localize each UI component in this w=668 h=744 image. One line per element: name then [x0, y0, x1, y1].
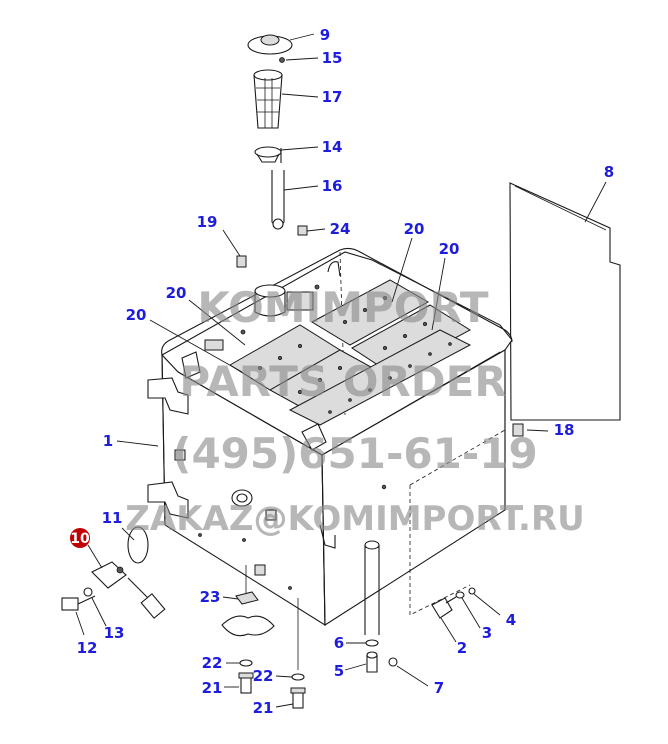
leader-lines [75, 33, 607, 708]
callout-22-b[interactable]: 22 [253, 667, 274, 685]
part-18-fitting [512, 423, 524, 437]
drain-valve-assembly [61, 526, 166, 619]
watermark: KOMIMPORT PARTS ORDER (495)651-61-19 ZAK… [125, 283, 585, 539]
callout-21-a[interactable]: 21 [202, 679, 223, 697]
cap-assembly [236, 34, 308, 268]
callout-14[interactable]: 14 [322, 138, 343, 156]
filler-neck [204, 261, 341, 351]
callout-20-a[interactable]: 20 [404, 220, 425, 238]
callout-19[interactable]: 19 [197, 213, 218, 231]
highlight-badge-10 [70, 528, 90, 548]
callout-7[interactable]: 7 [434, 679, 444, 697]
callout-8[interactable]: 8 [604, 163, 614, 181]
callout-6[interactable]: 6 [334, 634, 344, 652]
callout-20-c[interactable]: 20 [166, 284, 187, 302]
callout-labels: 9 15 17 14 16 8 19 24 20 20 20 20 1 18 1… [70, 26, 614, 717]
side-brackets [147, 351, 387, 590]
callout-20-d[interactable]: 20 [126, 306, 147, 324]
callout-17[interactable]: 17 [322, 88, 343, 106]
callout-11[interactable]: 11 [102, 509, 123, 527]
bottom-cover-assembly [221, 565, 306, 709]
callout-5[interactable]: 5 [334, 662, 344, 680]
callout-21-b[interactable]: 21 [253, 699, 274, 717]
callout-9[interactable]: 9 [320, 26, 330, 44]
callout-12[interactable]: 12 [77, 639, 98, 657]
inspection-covers [229, 279, 472, 426]
callout-4[interactable]: 4 [506, 611, 516, 629]
callout-16[interactable]: 16 [322, 177, 343, 195]
callout-10[interactable]: 10 [70, 531, 90, 547]
callout-22-a[interactable]: 22 [202, 654, 223, 672]
callout-20-b[interactable]: 20 [439, 240, 460, 258]
callout-1[interactable]: 1 [103, 432, 113, 450]
callout-15[interactable]: 15 [322, 49, 343, 67]
watermark-line-3: (495)651-61-19 [172, 429, 538, 478]
filter-element-parts [364, 540, 398, 673]
callout-23[interactable]: 23 [200, 588, 221, 606]
callout-13[interactable]: 13 [104, 624, 125, 642]
breather-parts [431, 587, 476, 619]
callout-3[interactable]: 3 [482, 624, 492, 642]
callout-24[interactable]: 24 [330, 220, 351, 238]
callout-18[interactable]: 18 [554, 421, 575, 439]
watermark-line-2: PARTS ORDER [179, 357, 506, 406]
part-8-cover-plate [509, 182, 621, 421]
watermark-line-4: ZAKAZ@KOMIMPORT.RU [125, 499, 585, 539]
callout-2[interactable]: 2 [457, 639, 467, 657]
watermark-line-1: KOMIMPORT [197, 283, 489, 332]
